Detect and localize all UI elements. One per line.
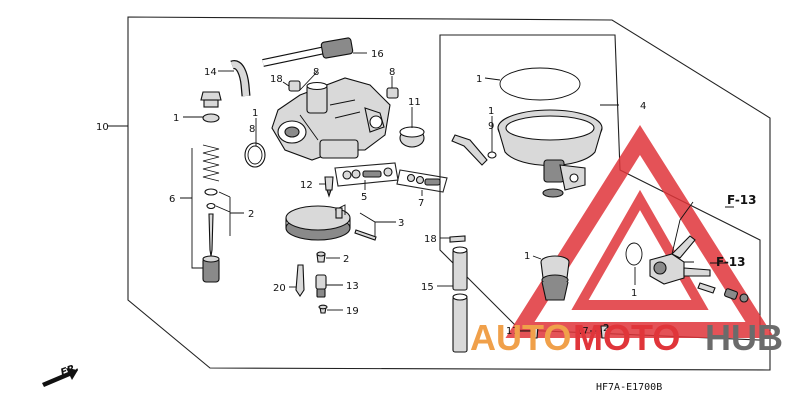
callout-14: 14 [204,67,217,78]
o-ring-small-part [288,80,301,92]
callout-17: 17 [506,326,519,337]
pilot-screw-part [324,176,334,198]
callout-16: 16 [371,49,384,60]
chamber-gasket-part [499,67,581,101]
watermark-triangle [505,125,775,338]
diagram-frame [127,16,771,371]
callout-4: 4 [640,101,646,112]
cap-nut-part [200,91,222,108]
watermark-hub: HUB [705,317,783,358]
bowl-seal-part [540,255,570,279]
o-ring-small-part-2 [386,87,399,99]
callout-1: 1 [524,251,530,262]
jet-needle-part [208,213,214,257]
jet-set-part [334,162,399,187]
float-valve-part [316,251,326,263]
callout-5: 5 [361,192,367,203]
float-pin-part [354,229,377,241]
callout-18: 18 [424,234,437,245]
pin-part [295,264,305,297]
main-jet-part [315,274,327,298]
reference-f13-lower: F-13 [716,255,746,269]
callout-20: 20 [273,283,286,294]
callout-1: 1 [173,113,179,124]
float-chamber-frame [439,34,761,341]
callout-12: 12 [300,180,313,191]
watermark-moto: MOTO [573,317,680,358]
callout-1: 1 [252,108,258,119]
callout-labels: 10 1 6 2 1 8 14 18 8 8 11 16 12 5 7 3 2 … [59,49,756,393]
callout-11: 11 [408,97,421,108]
callout-3: 3 [398,218,404,229]
callout-8: 8 [249,124,255,135]
reference-f13-upper: F-13 [727,193,757,207]
watermark-auto: AUTO [470,317,571,358]
callout-13: 13 [346,281,359,292]
callout-15: 15 [421,282,434,293]
carburetor-body-part [271,77,391,161]
throttle-valve-part [202,255,220,283]
drain-tube-part [262,37,354,67]
needle-jet-set-part [396,169,448,193]
drain-o-ring-part [487,151,497,159]
callout-19: 19 [346,306,359,317]
callout-9: 9 [488,121,494,132]
bolt-part [697,282,749,303]
needle-clip-part [204,188,218,210]
callout-1: 1 [476,74,482,85]
callout-8: 8 [313,67,319,78]
front-direction-arrow-icon [42,368,78,387]
callout-7: 7 [418,198,424,209]
callout-2: 2 [343,254,349,265]
cock-o-ring-part [625,242,643,266]
callout-10: 10 [96,122,109,133]
callout-6: 6 [169,194,175,205]
callout-2: 2 [248,209,254,220]
drain-screw-part [451,134,488,166]
rubber-cap-part [399,126,425,148]
callout-2: 2 [603,323,609,334]
leader-lines [108,52,734,332]
callout-8: 8 [389,67,395,78]
watermark-text: AUTO MOTO HUB [470,317,783,358]
drain-plug-part [541,274,569,301]
float-chamber-part [497,109,603,198]
callout-1: 1 [631,288,637,299]
screw-pair-part [530,325,609,339]
callout-17: 17 [576,326,589,337]
needle-spring-part [202,144,220,182]
front-direction-label: FR. [59,362,80,379]
fuel-valve-part [649,235,711,285]
float-part [285,204,351,241]
washer-part [202,113,220,123]
clamp-part [449,235,466,243]
callout-18: 18 [270,74,283,85]
overflow-tube-part [452,246,468,353]
callout-1: 1 [488,106,494,117]
diagram-code: HF7A-E1700B [596,382,662,393]
needle-jet-small-part [318,304,328,314]
